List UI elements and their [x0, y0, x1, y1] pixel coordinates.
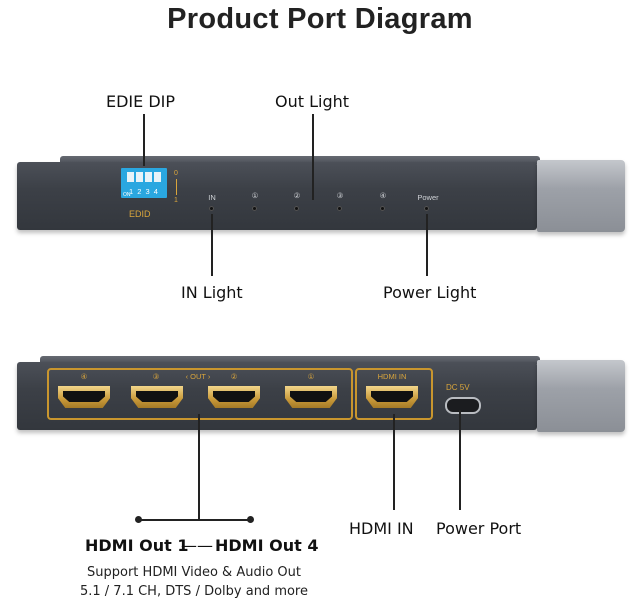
out1-indicator-label: ① [251, 191, 259, 200]
in-indicator-label: IN [208, 193, 216, 202]
power-led [424, 206, 429, 211]
hdmi-support-description-line-2: 5.1 / 7.1 CH, DTS / Dolby and more [79, 584, 308, 599]
power-port-leader-line [459, 410, 461, 510]
port-1-number: ① [307, 372, 315, 381]
dip-mark-1: 1 [174, 197, 178, 204]
out4-indicator-label: ④ [379, 191, 387, 200]
port-3-number: ③ [152, 372, 160, 381]
dip-mark-0: 0 [174, 170, 178, 177]
out4-led [380, 206, 385, 211]
hdmi-out-4-port [58, 386, 110, 408]
in-led [209, 206, 214, 211]
back-top-edge [40, 356, 540, 364]
power-port-callout: Power Port [436, 519, 522, 538]
hdmi-in-leader-line [393, 414, 395, 510]
port-4-number: ④ [80, 372, 88, 381]
front-top-edge [60, 156, 540, 164]
hdmi-out-1-port [285, 386, 337, 408]
hdmi-out-3-port [131, 386, 183, 408]
power-indicator-label: Power [417, 193, 439, 202]
out3-led [337, 206, 342, 211]
hdmi-out-range-dot-right [247, 516, 254, 523]
dip-toggle-2 [136, 172, 143, 182]
dip-toggle-4 [154, 172, 161, 182]
dip-indicator-bar [176, 179, 177, 195]
in-light-callout: IN Light [181, 283, 243, 302]
hdmi-out-frame [47, 368, 353, 420]
out-label: ‹ OUT › [185, 372, 211, 381]
edid-dip-callout: EDIE DIP [106, 92, 176, 111]
hdmi-out-4-callout: HDMI Out 4 [215, 536, 319, 555]
out-light-leader-line [312, 114, 314, 200]
hdmi-out-range-dash: —— [181, 536, 213, 555]
dip-numbers: 1 2 3 4 [129, 187, 159, 196]
hdmi-support-description-line-1: Support HDMI Video & Audio Out [87, 565, 301, 580]
out-light-callout: Out Light [275, 92, 350, 111]
out2-led [294, 206, 299, 211]
hdmi-out-range-dot-left [135, 516, 142, 523]
hdmi-out-range-line [138, 519, 252, 521]
usb-c-power-port [445, 397, 481, 414]
front-end-cap [537, 160, 625, 232]
power-light-leader-line [426, 214, 428, 276]
edid-label: EDID [129, 209, 151, 219]
edid-dip-leader-line [143, 114, 145, 166]
out2-indicator-label: ② [293, 191, 301, 200]
out1-led [252, 206, 257, 211]
out3-indicator-label: ③ [336, 191, 344, 200]
port-2-number: ② [230, 372, 238, 381]
in-light-leader-line [211, 214, 213, 276]
hdmi-out-1-callout: HDMI Out 1 [85, 536, 189, 555]
hdmi-in-panel-label: HDMI IN [377, 372, 407, 381]
dip-toggle-3 [145, 172, 152, 182]
dip-toggle-1 [127, 172, 134, 182]
page-title: Product Port Diagram [167, 3, 473, 35]
edid-dip-switch: 1 2 3 4 ON [121, 168, 167, 198]
hdmi-out-leader-line [198, 414, 200, 520]
front-body [17, 162, 537, 230]
dc-5v-label: DC 5V [446, 383, 470, 392]
hdmi-out-2-port [208, 386, 260, 408]
hdmi-in-callout: HDMI IN [349, 519, 414, 538]
power-light-callout: Power Light [383, 283, 477, 302]
dip-on-label: ON [123, 192, 131, 198]
back-end-cap [537, 360, 625, 432]
hdmi-in-port [366, 386, 418, 408]
